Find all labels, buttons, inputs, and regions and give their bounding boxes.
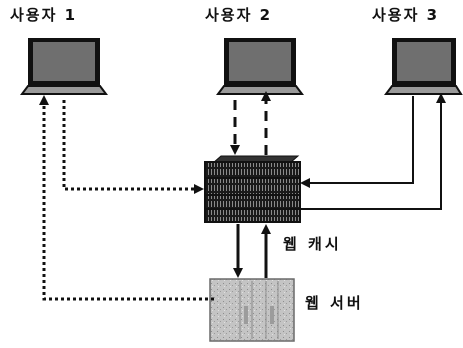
user-3-label: 사용자 3 — [372, 6, 440, 24]
user1-to-cache-link — [62, 100, 204, 194]
web-server-label: 웹 서버 — [305, 294, 364, 312]
server-to-user1-link — [39, 95, 214, 301]
web-cache-rack-icon — [204, 155, 301, 223]
user-3-laptop-icon — [384, 38, 463, 95]
cache-to-user3-link — [300, 93, 446, 210]
user-1-laptop-icon — [20, 38, 108, 95]
user-1-label: 사용자 1 — [10, 6, 78, 24]
user-2-label: 사용자 2 — [205, 6, 273, 24]
user-2-laptop-icon — [216, 38, 304, 95]
web-cache-label: 웹 캐시 — [283, 235, 342, 253]
user3-to-cache-link — [300, 96, 414, 188]
web-server-icon — [209, 278, 295, 342]
